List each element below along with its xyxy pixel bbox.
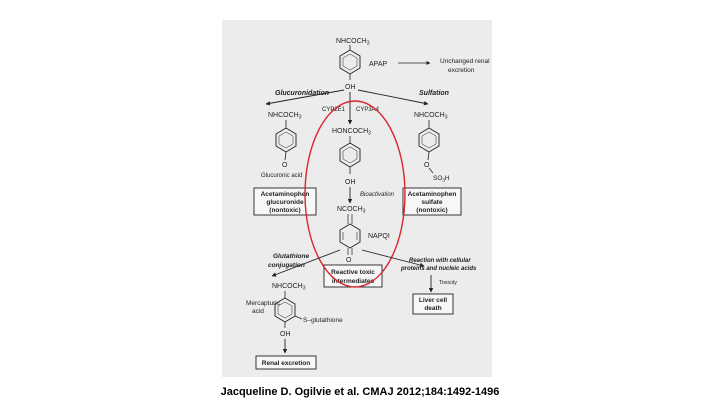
cellular-arrow: [361, 249, 425, 268]
sulfation-arrow: [357, 89, 429, 106]
enzyme-cyp3a4: CYP3A4: [356, 107, 380, 113]
sulfation-label: Sulfation: [419, 90, 449, 97]
renal-box: [255, 355, 317, 370]
sulfate-box-line1: Acetaminophen: [408, 191, 457, 198]
citation: Jacqueline D. Ogilvie et al. CMAJ 2012;1…: [220, 386, 500, 398]
cellular-label-1: Reaction with cellular: [409, 258, 471, 264]
glucuronic-acid-label: Glucuronic acid: [261, 173, 302, 179]
glutathione-arrow: [271, 249, 341, 277]
glucuronidation-arrow: [265, 89, 345, 106]
reactive-box-line2: intermediates: [332, 278, 375, 285]
glutathione-label-1: Glutathione: [273, 253, 309, 260]
sulfate-so3h: SO3H: [433, 175, 450, 183]
bioactivation-label: Bioactivation: [360, 192, 395, 198]
intermediate-group: HONCOCH3: [332, 128, 371, 137]
renal-box-label: Renal excretion: [262, 360, 310, 367]
napqi-label: NAPQI: [368, 233, 390, 240]
sulfate-o: O: [424, 162, 430, 169]
glucuronide-box-line2: glucuronide: [266, 199, 304, 206]
sulfate-box-line3: (nontoxic): [416, 207, 447, 214]
glucuronide-group: NHCOCH3: [268, 112, 302, 121]
intermediate-oh: OH: [345, 179, 356, 186]
glutathione-label-2: conjugation: [268, 262, 305, 269]
highlight-ellipse: [304, 100, 406, 288]
glucuronide-o: O: [282, 162, 288, 169]
napqi-ring: [339, 223, 361, 249]
mercapturic-label-1: Mercapturic: [246, 300, 281, 307]
glucuronide-box-line1: Acetaminophen: [261, 191, 310, 198]
unchanged-line2: excretion: [448, 67, 475, 74]
sulfate-box-line2: sulfate: [422, 199, 443, 206]
mercapturic-label-2: acid: [252, 308, 264, 315]
conjugate-group: NHCOCH3: [272, 283, 306, 292]
apap-group: NHCOCH3: [336, 38, 370, 47]
apap-label: APAP: [369, 61, 387, 68]
conjugate-oh: OH: [280, 331, 291, 338]
glucuronide-box-line3: (nontoxic): [269, 207, 300, 214]
cellular-label-2: proteins and nucleic acids: [400, 266, 477, 272]
napqi-group: NCOCH3: [337, 206, 366, 215]
unchanged-line1: Unchanged renal: [440, 58, 490, 65]
apap-oh: OH: [345, 84, 356, 91]
liver-death-line2: death: [424, 305, 441, 312]
liver-death-box: [412, 293, 454, 315]
glucuronidation-label: Glucuronidation: [275, 90, 329, 97]
toxicity-label: Toxicity: [439, 280, 457, 286]
liver-death-line1: Liver cell: [419, 297, 447, 304]
s-glutathione-label: S–glutathione: [303, 317, 343, 324]
sulfate-box: [402, 187, 462, 216]
napqi-o: O: [346, 257, 352, 264]
reactive-box-line1: Reactive toxic: [331, 269, 375, 276]
sulfate-group: NHCOCH3: [414, 112, 448, 121]
